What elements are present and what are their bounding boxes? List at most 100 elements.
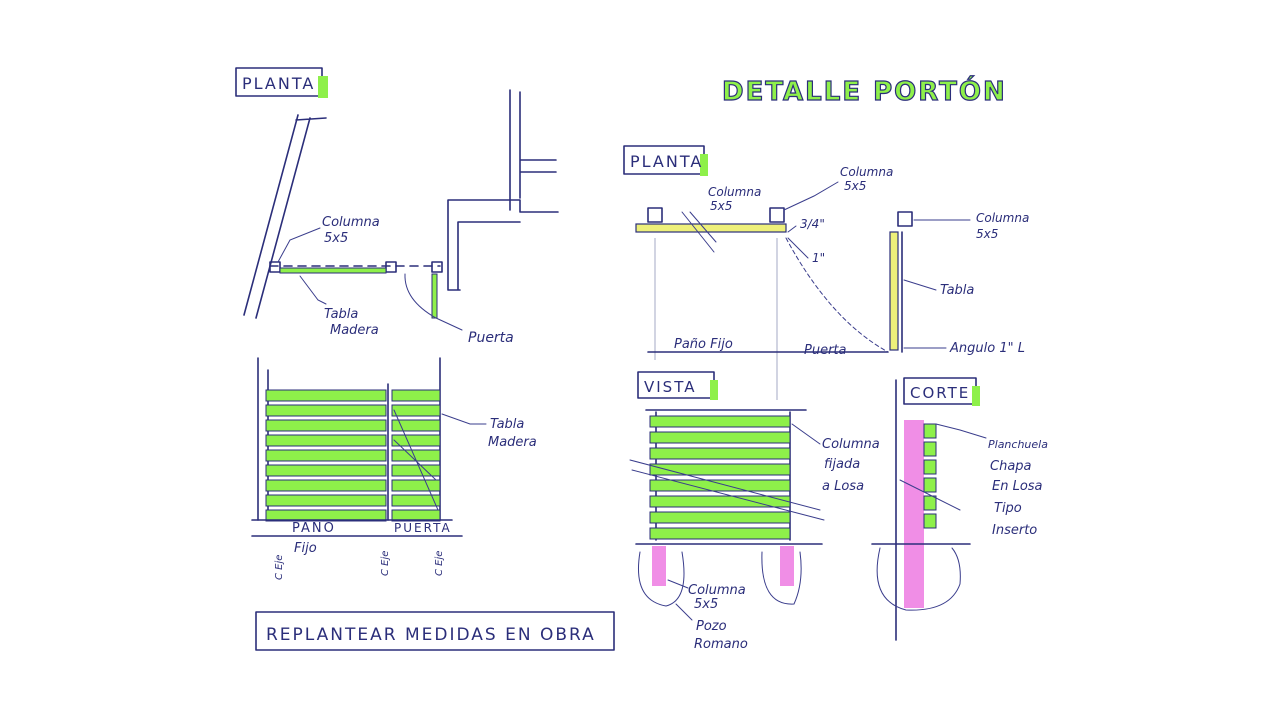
- side-plan-board: [889, 231, 899, 351]
- corte-label: CORTE: [910, 384, 970, 402]
- existing-wall: [447, 89, 559, 291]
- dim-three-quarter: 3/4": [800, 217, 825, 231]
- board-section: [923, 441, 937, 457]
- dim-leaders: [787, 225, 809, 259]
- tabla-leader: [299, 275, 327, 305]
- elev-tabla-note-1: Tabla: [490, 417, 524, 432]
- left-plan-board: [279, 267, 387, 274]
- puerta-dim: Puerta: [804, 343, 847, 358]
- paper: [222, 62, 1060, 654]
- chapa-note-1: Planchuela: [988, 438, 1048, 451]
- board-section: [923, 459, 937, 475]
- columna-b-2: 5x5: [844, 179, 866, 193]
- board-plank: [649, 415, 791, 428]
- vista-label-highlight: [710, 380, 718, 400]
- fijo-label: Fijo: [294, 541, 317, 556]
- right-plan-break: [681, 211, 717, 253]
- columna-note-1: Columna: [322, 215, 380, 230]
- board-plank: [265, 464, 387, 477]
- board-plank: [391, 404, 441, 417]
- corte-column: [904, 420, 924, 608]
- board-plank: [649, 511, 791, 524]
- pozo-right: [780, 546, 794, 586]
- columna-c-1: Columna: [976, 211, 1029, 225]
- board-plank: [265, 419, 387, 432]
- eje-label-3: C Eje: [434, 551, 445, 576]
- corte-brace: [899, 479, 961, 511]
- left-plan-label: PLANTA: [242, 74, 315, 93]
- left-plan-view: PLANTA Columna 5x5 Tabla Madera Puerta: [235, 67, 559, 346]
- left-elevation-boards: [265, 389, 441, 522]
- columna-note-2: 5x5: [324, 231, 348, 246]
- puerta-label: PUERTA: [394, 521, 452, 535]
- left-plan-label-highlight: [318, 76, 328, 98]
- board-plank: [265, 404, 387, 417]
- board-plank: [391, 494, 441, 507]
- board-plank: [265, 509, 387, 522]
- pozo-outline: [638, 551, 802, 607]
- columna-fijada-3: a Losa: [822, 479, 864, 494]
- board-plank: [391, 419, 441, 432]
- columna-a-2: 5x5: [710, 199, 732, 213]
- chapa-note-4: Tipo: [994, 501, 1022, 516]
- pozo-leader: [675, 603, 693, 621]
- board-plank: [649, 479, 791, 492]
- door-brace: [393, 409, 439, 511]
- board-plank: [649, 431, 791, 444]
- replantear-text: REPLANTEAR MEDIDAS EN OBRA: [266, 625, 596, 645]
- board-section: [923, 513, 937, 529]
- columna-fijada-leader: [791, 423, 821, 445]
- corte-pozo-outline: [876, 547, 961, 611]
- columna-a-1: Columna: [708, 185, 761, 199]
- door-swing: [404, 273, 437, 319]
- corte-label-highlight: [972, 386, 980, 406]
- columna-base-1: Columna: [688, 583, 746, 598]
- chapa-note-2: Chapa: [990, 459, 1032, 474]
- puerta-note: Puerta: [468, 330, 514, 346]
- board-plank: [649, 527, 791, 540]
- right-column-c: [897, 211, 913, 227]
- board-plank: [265, 479, 387, 492]
- dim-one: 1": [812, 251, 825, 265]
- corte-boards: [923, 423, 937, 529]
- vista-boards: [649, 415, 791, 540]
- board-section: [923, 477, 937, 493]
- board-plank: [649, 463, 791, 476]
- diagonal-wall: [243, 114, 327, 319]
- tabla-leader-right: [903, 279, 937, 291]
- columna-base-2: 5x5: [694, 597, 718, 612]
- board-plank: [265, 494, 387, 507]
- board-plank: [649, 495, 791, 508]
- chapa-leader: [935, 423, 987, 439]
- vista-view: VISTA Columna fijada a Losa Columna 5x5 …: [629, 371, 880, 652]
- puerta-leader: [435, 317, 463, 331]
- left-column-1: [269, 261, 281, 273]
- tabla-right: Tabla: [940, 283, 974, 298]
- sheet-title: DETALLE PORTÓN: [721, 74, 1005, 107]
- chapa-note-5: Inserto: [992, 523, 1037, 538]
- tabla-note-1: Tabla: [324, 307, 358, 322]
- corte-view: CORTE Planchuela Chapa En Losa Tipo Inse…: [871, 377, 1048, 641]
- right-plan-label: PLANTA: [630, 152, 703, 171]
- replantear-box: [255, 611, 615, 651]
- columna-fijada-1: Columna: [822, 437, 880, 452]
- elev-tabla-note-2: Madera: [488, 435, 537, 450]
- left-column-2: [385, 261, 397, 273]
- right-plan-board: [635, 223, 787, 233]
- columna-base-leader: [667, 579, 689, 589]
- left-elevation-view: Tabla Madera PAÑO Fijo PUERTA C Eje C Ej…: [251, 357, 537, 580]
- board-plank: [391, 464, 441, 477]
- columna-c-2: 5x5: [976, 227, 998, 241]
- board-plank: [391, 434, 441, 447]
- columna-leader: [277, 227, 321, 263]
- columna-fijada-2: fijada: [824, 457, 860, 472]
- columna-b-leader: [783, 181, 839, 211]
- board-section: [923, 423, 937, 439]
- right-door-swing: [785, 237, 889, 353]
- pozo-left: [652, 546, 666, 586]
- pozo-2: Romano: [694, 637, 748, 652]
- angulo-note: Angulo 1" L: [949, 341, 1025, 356]
- board-plank: [391, 479, 441, 492]
- right-column-a: [647, 207, 663, 223]
- replantear-note: REPLANTEAR MEDIDAS EN OBRA: [255, 611, 615, 651]
